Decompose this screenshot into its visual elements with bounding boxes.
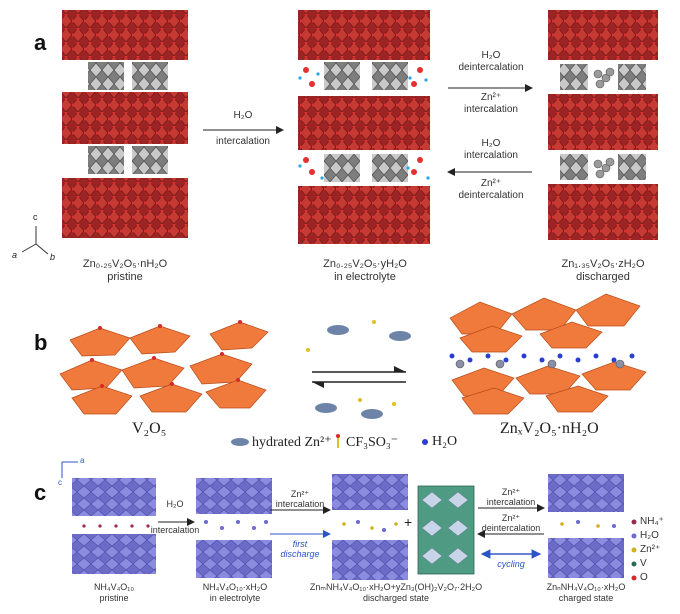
caption-c2-state: in electrolyte — [209, 593, 261, 603]
equilibrium-arrows — [312, 366, 406, 388]
caption-a3-formula: Zn₁.₃₅V₂O₅·zH₂O — [561, 258, 645, 270]
label-fwd-4: intercalation — [464, 104, 518, 115]
legend-hydrated-zn: hydrated Zn²⁺ — [252, 435, 332, 450]
label-c-arrow2-top2: intercalation — [275, 499, 325, 509]
legend-c-v: V — [640, 558, 647, 569]
caption-c2: NH₄V₄O₁₀·xH₂O in electrolyte — [180, 582, 290, 604]
panel-letter-b: b — [34, 330, 48, 355]
label-back-2: intercalation — [464, 150, 518, 161]
label-fwd-3: Zn²⁺ — [480, 92, 502, 103]
label-c-arrow1-top: H₂O — [166, 499, 184, 509]
axis-c-c: c — [58, 478, 62, 487]
axes-indicator-c — [61, 461, 78, 478]
label-c-arrow1-bottom: intercalation — [150, 525, 200, 535]
zinc-pyrovanadate-structure — [417, 485, 475, 575]
caption-c4-formula: ZnₙNH₄V₄O₁₀·xH₂O — [546, 582, 626, 592]
axis-a-c: c — [33, 212, 38, 222]
structure-c4 — [548, 474, 624, 578]
caption-c2-formula: NH₄V₄O₁₀·xH₂O — [202, 582, 268, 592]
plus-sign: + — [404, 514, 413, 530]
caption-c1-formula: NH₄V₄O₁₀ — [93, 582, 135, 592]
label-a-arrow1-bottom: intercalation — [216, 136, 270, 147]
legend-c-h2o: H₂O — [640, 530, 659, 541]
caption-a2-state: in electrolyte — [334, 271, 396, 283]
structure-c2 — [196, 478, 272, 578]
label-znv2o5: ZnₓV₂O₅·nH₂O — [500, 420, 599, 437]
caption-a2: Zn₀.₂₅V₂O₅·yH₂O in electrolyte — [290, 258, 440, 284]
axis-c-a: a — [80, 456, 85, 465]
label-back-4: deintercalation — [458, 190, 524, 201]
panel-letter-a: a — [34, 30, 47, 55]
label-fwd-1: H₂O — [481, 50, 501, 61]
caption-a1-formula: Zn₀.₂₅V₂O₅·nH₂O — [82, 258, 168, 270]
structure-c3 — [332, 474, 408, 580]
caption-a1: Zn₀.₂₅V₂O₅·nH₂O pristine — [50, 258, 200, 284]
structure-a3 — [548, 10, 658, 240]
label-c-cycling: cycling — [497, 559, 525, 569]
caption-a1-state: pristine — [107, 271, 143, 283]
label-back-1: H₂O — [481, 138, 501, 149]
legend-triflate: CF₃SO₃⁻ — [346, 435, 399, 450]
label-c-arrow2-top1: Zn²⁺ — [290, 489, 310, 499]
caption-c1-state: pristine — [99, 593, 129, 603]
caption-c4-state: charged state — [558, 593, 614, 603]
structure-a2 — [298, 10, 430, 244]
label-c-arrow3-top2: intercalation — [486, 497, 536, 507]
caption-c4: ZnₙNH₄V₄O₁₀·xH₂O charged state — [526, 582, 646, 604]
caption-a3: Zn₁.₃₅V₂O₅·zH₂O discharged — [528, 258, 678, 284]
caption-c3-formula: ZnₘNH₄V₄O₁₀·xH₂O+yZn₃(OH)₂V₂O₇·2H₂O — [309, 582, 483, 592]
legend-c-nh4: NH₄⁺ — [640, 516, 664, 527]
triflate-icons — [306, 320, 396, 406]
legend-c-o: O — [640, 572, 648, 583]
caption-a3-state: discharged — [576, 271, 630, 283]
hydrated-zn-icons — [315, 325, 411, 419]
legend-triflate-icon — [336, 434, 340, 448]
label-a-arrow1-top: H₂O — [233, 110, 253, 121]
legend-c-zn: Zn²⁺ — [640, 544, 661, 555]
legend-hydrated-zn-icon — [231, 438, 249, 446]
label-v2o5: V₂O₅ — [132, 420, 167, 437]
axis-a-a: a — [12, 250, 18, 260]
label-back-3: Zn²⁺ — [480, 178, 502, 189]
structure-a1 — [62, 10, 188, 238]
legend-water-icon — [422, 439, 428, 445]
legend-water: H₂O — [432, 434, 458, 449]
label-c-arrow3-mid2: deintercalation — [481, 523, 541, 533]
panel-letter-c: c — [34, 480, 47, 505]
label-c-first: first — [292, 539, 308, 549]
structure-b-v2o5 — [59, 320, 269, 415]
caption-c3: ZnₘNH₄V₄O₁₀·xH₂O+yZn₃(OH)₂V₂O₇·2H₂O disc… — [296, 582, 496, 604]
label-c-discharge: discharge — [280, 549, 320, 559]
caption-c1: NH₄V₄O₁₀ pristine — [56, 582, 172, 604]
structure-c1 — [72, 478, 156, 574]
axes-indicator-a — [21, 226, 49, 255]
caption-a2-formula: Zn₀.₂₅V₂O₅·yH₂O — [323, 258, 407, 270]
label-fwd-2: deintercalation — [458, 62, 524, 73]
caption-c3-state: discharged state — [362, 593, 430, 603]
legend-c-symbols — [631, 519, 637, 581]
label-c-arrow3-top1: Zn²⁺ — [501, 487, 521, 497]
label-c-arrow3-mid1: Zn²⁺ — [501, 513, 521, 523]
structure-b-znv2o5 — [449, 293, 647, 415]
axis-a-b: b — [50, 252, 56, 262]
